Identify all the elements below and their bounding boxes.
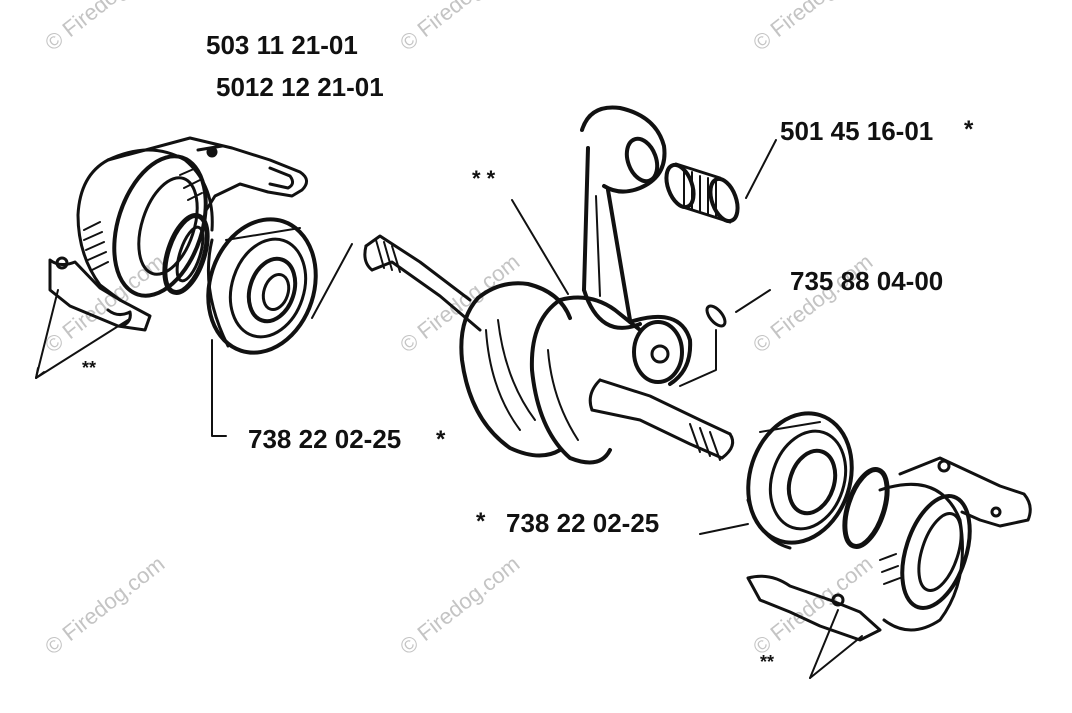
part-number-circlip: 735 88 04-00 (790, 266, 944, 296)
left-leader-arrows (35, 289, 129, 379)
left-bearing-leader (211, 339, 227, 437)
crank-double-asterisk: * * (472, 166, 496, 191)
crank-leader (511, 199, 569, 295)
right-double-asterisk: ** (760, 652, 775, 672)
left-double-asterisk: ** (82, 358, 97, 378)
left-crankcase-half (48, 136, 308, 332)
circlip (679, 289, 771, 387)
crankshaft (363, 234, 735, 465)
right-bearing-leader (699, 523, 749, 535)
part-number-left-bearing: 738 22 02-25 (248, 424, 402, 454)
left-bearing-asterisk: * (436, 426, 446, 453)
right-leader-arrows (809, 609, 863, 679)
right-bearing-asterisk: * (476, 508, 486, 535)
needle-bearing (664, 139, 777, 224)
left-bearing-to-shaft-leader (311, 243, 353, 319)
needle-bearing-asterisk: * (964, 116, 974, 143)
part-number-right-bearing: 738 22 02-25 (506, 508, 660, 538)
part-number-needle-bearing: 501 45 16-01 (780, 116, 934, 146)
left-ball-bearing (206, 217, 318, 355)
right-ball-bearing (746, 411, 854, 550)
part-number-crankcase-alt: 5012 12 21-01 (216, 72, 384, 102)
right-crankcase-half (746, 456, 1032, 642)
connecting-rod (580, 105, 667, 330)
part-number-crankcase: 503 11 21-01 (206, 30, 358, 60)
